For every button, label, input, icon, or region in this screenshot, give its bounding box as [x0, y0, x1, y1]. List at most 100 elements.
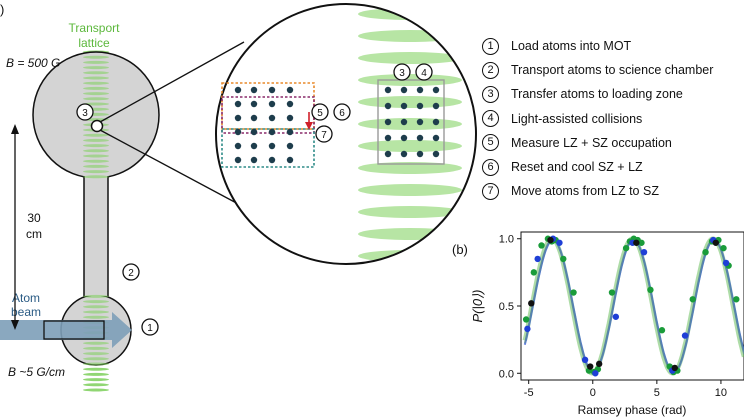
atom: [416, 102, 424, 110]
svg-text:2: 2: [128, 268, 134, 279]
data-point: [702, 248, 709, 256]
data-point: [622, 244, 630, 252]
marker-mot: 1: [141, 318, 159, 336]
lattice-fringe: [83, 92, 109, 96]
lattice-fringe: [83, 294, 109, 298]
legend-text: Move atoms from LZ to SZ: [511, 184, 659, 199]
atom: [234, 114, 242, 122]
atom: [432, 86, 440, 94]
atom: [234, 128, 242, 136]
lattice-fringe: [83, 133, 109, 137]
fit-curve-green: [522, 236, 744, 376]
data-point: [722, 259, 730, 267]
lattice-fringe: [83, 149, 109, 153]
data-point: [608, 289, 616, 296]
data-point: [689, 296, 696, 303]
lattice-fringe: [83, 138, 109, 142]
storage-zone-teal: [221, 128, 315, 168]
field-label-top: B = 500 G: [6, 56, 60, 70]
atom: [250, 100, 258, 108]
data-point: [658, 327, 666, 334]
data-point: [522, 316, 530, 323]
lattice-fringe: [83, 76, 109, 80]
lens-lattice-fringe: [358, 140, 462, 152]
transport-lattice-overlay: [83, 55, 109, 366]
legend-number: 6: [482, 158, 499, 176]
data-point: [733, 296, 740, 303]
move-arrow: [305, 112, 313, 130]
svg-text:1: 1: [147, 323, 153, 334]
x-axis-label: Ramsey phase (rad): [578, 403, 687, 417]
loading-zone-ring: [90, 119, 104, 133]
legend-text: Light-assisted collisions: [511, 111, 643, 126]
distance-unit: cm: [26, 227, 42, 241]
atom: [250, 128, 258, 136]
data-point: [640, 248, 648, 256]
svg-text:7: 7: [321, 130, 327, 141]
x-tick-label: 0: [590, 387, 596, 399]
atom-beam-arrow: [0, 312, 132, 348]
atom: [268, 114, 276, 122]
lattice-fringe: [83, 71, 109, 75]
legend-text: Reset and cool SZ + LZ: [511, 160, 643, 175]
data-point: [560, 255, 567, 263]
atom: [268, 100, 276, 108]
lattice-label: Transport: [69, 21, 121, 35]
lattice-fringe: [83, 159, 109, 163]
atom: [250, 156, 258, 164]
data-point: [530, 269, 538, 276]
distance-arrow: [11, 124, 19, 330]
lattice-fringe: [83, 81, 109, 85]
lattice-fringe: [83, 310, 109, 314]
x-tick-label: 10: [715, 387, 727, 399]
data-point: [528, 300, 535, 307]
atom: [286, 142, 294, 150]
atom: [432, 134, 440, 142]
lattice-fringe: [83, 367, 109, 371]
marker-zoom-3: 3: [393, 63, 411, 81]
atom: [400, 150, 408, 158]
data-point: [720, 244, 727, 252]
data-point: [595, 360, 603, 368]
lattice-fringe: [83, 164, 109, 168]
atom: [432, 150, 440, 158]
atom: [268, 128, 276, 136]
atom: [286, 156, 294, 164]
lens-lattice-fringe: [358, 118, 462, 130]
legend-number: 4: [482, 110, 499, 128]
y-tick-label: 0.0: [499, 368, 514, 380]
atom: [268, 142, 276, 150]
lattice-fringe: [83, 60, 109, 64]
atom: [416, 150, 424, 158]
atom: [250, 114, 258, 122]
atom-beam-label-line2: beam: [11, 305, 41, 319]
atom: [400, 134, 408, 142]
lattice-fringe: [83, 352, 109, 356]
lattice-fringe: [83, 300, 109, 304]
lattice-fringe: [83, 341, 109, 345]
science-zone-box: [377, 79, 445, 165]
svg-text:4: 4: [421, 68, 427, 79]
data-point: [556, 239, 563, 246]
svg-text:5: 5: [317, 108, 323, 119]
svg-text:3: 3: [399, 68, 405, 79]
legend-number: 5: [482, 134, 499, 152]
fit-curve-blue: [523, 239, 744, 373]
data-point: [647, 286, 654, 294]
lattice-fringe: [83, 315, 109, 319]
lens-lattice-fringe: [358, 162, 462, 174]
lattice-fringe: [83, 357, 109, 361]
y-tick-label: 1.0: [499, 234, 514, 246]
data-point: [547, 236, 554, 244]
atom: [384, 118, 392, 126]
lattice-fringe: [83, 66, 109, 70]
atom: [400, 118, 408, 126]
y-axis-label: P(|0⟩): [470, 289, 485, 322]
data-point: [570, 289, 577, 296]
